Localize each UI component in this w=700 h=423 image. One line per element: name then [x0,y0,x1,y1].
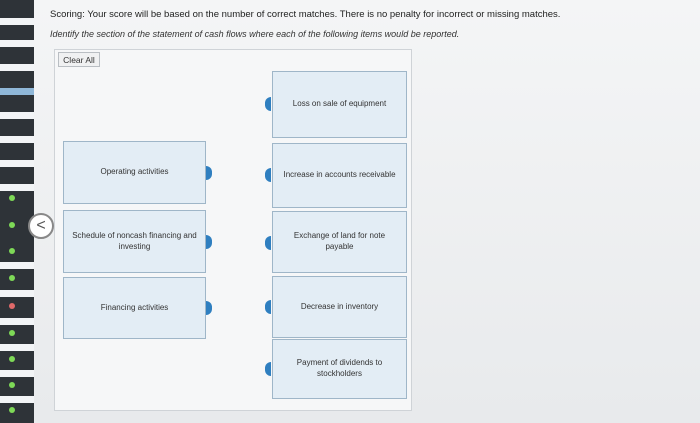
category-label: Operating activities [100,167,169,177]
instruction-text: Identify the section of the statement of… [50,29,460,39]
sidebar-stripe [0,290,34,297]
sidebar-stripe [0,396,34,403]
connector-handle[interactable] [206,301,212,315]
connector-handle[interactable] [265,97,271,111]
item-label: Payment of dividends to stockholders [296,358,383,378]
connector-handle[interactable] [265,168,271,182]
sidebar-stripe [0,18,34,25]
sidebar-stripe [0,112,34,119]
status-dot [9,275,15,281]
status-dot [9,330,15,336]
sidebar-stripe [0,344,34,351]
connector-handle[interactable] [265,300,271,314]
item-label: Increase in accounts receivable [283,170,396,180]
status-dot [9,248,15,254]
sidebar-stripe [0,262,34,269]
status-dot [9,195,15,201]
item-card-dividends[interactable]: Payment of dividends to stockholders [272,339,407,399]
item-label: Decrease in inventory [300,301,379,311]
sidebar-stripe [0,370,34,377]
sidebar-stripe [0,160,34,167]
connector-handle[interactable] [265,236,271,250]
sidebar-stripe [0,184,34,191]
category-card-financing[interactable]: Financing activities [63,277,206,339]
back-button[interactable]: < [28,213,54,239]
item-card-accounts-receivable[interactable]: Increase in accounts receivable [272,143,407,208]
connector-handle[interactable] [206,235,212,249]
item-card-land-exchange[interactable]: Exchange of land for note payable [272,211,407,273]
item-label: Exchange of land for note payable [293,231,386,251]
status-dot [9,382,15,388]
status-dot [9,303,15,309]
category-card-operating[interactable]: Operating activities [63,141,206,204]
sidebar-stripe-active [0,88,34,95]
item-card-loss-on-sale[interactable]: Loss on sale of equipment [272,71,407,138]
connector-handle[interactable] [265,362,271,376]
sidebar [0,0,34,423]
sidebar-stripe [0,136,34,143]
matching-panel: Clear All Operating activities Schedule … [54,49,412,411]
item-card-inventory[interactable]: Decrease in inventory [272,276,407,338]
clear-all-button[interactable]: Clear All [58,52,100,67]
status-dot [9,222,15,228]
category-label: Financing activities [100,302,169,312]
question-area: Scoring: Your score will be based on the… [34,0,700,423]
item-label: Loss on sale of equipment [292,99,387,109]
sidebar-stripe [0,64,34,71]
sidebar-stripe [0,40,34,47]
category-card-noncash[interactable]: Schedule of noncash financing and invest… [63,210,206,273]
status-dot [9,356,15,362]
sidebar-stripe [0,318,34,325]
status-dot [9,407,15,413]
connector-handle[interactable] [206,166,212,180]
scoring-text: Scoring: Your score will be based on the… [50,9,561,20]
chevron-left-icon: < [36,217,46,234]
category-label: Schedule of noncash financing and invest… [72,230,197,251]
